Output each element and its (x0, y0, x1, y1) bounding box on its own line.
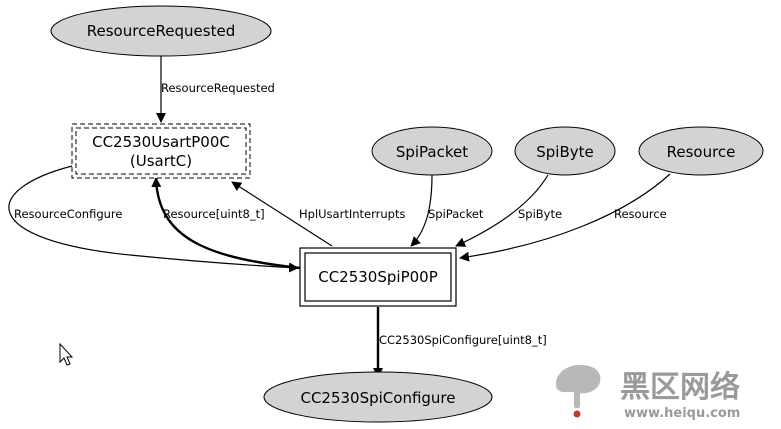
edge-label-resource-configure: ResourceConfigure (14, 207, 122, 221)
edge-label-resource: Resource (614, 207, 667, 221)
node-resource: Resource (638, 126, 764, 176)
edge-resource-configure: ResourceConfigure (8, 165, 299, 273)
edge-label-spi-packet: SpiPacket (428, 207, 484, 221)
node-label-usart-line2: (UsartC) (130, 152, 192, 170)
node-cc2530-spi-configure: CC2530SpiConfigure (263, 371, 493, 423)
node-cc2530-spi-p00p: CC2530SpiP00P (299, 247, 457, 307)
edge-spi-packet: SpiPacket (410, 174, 484, 247)
edge-resource-uint8: Resource[uint8_t] (151, 177, 301, 270)
edge-label-resource-requested: ResourceRequested (161, 81, 275, 95)
edge-resource-requested: ResourceRequested (156, 56, 275, 123)
watermark: 黑区网络 www.heiqu.com (556, 364, 740, 421)
watermark-cn-text: 黑区网络 (620, 370, 740, 405)
watermark-url: www.heiqu.com (624, 406, 740, 421)
node-label-spi-configure: CC2530SpiConfigure (300, 389, 455, 407)
node-spi-packet: SpiPacket (371, 126, 493, 176)
node-spi-byte: SpiByte (514, 126, 616, 176)
edge-resource: Resource (459, 173, 671, 262)
node-resource-requested: ResourceRequested (50, 5, 272, 57)
edge-hpl-usart-interrupts: HplUsartInterrupts (231, 181, 405, 247)
edge-label-spi-byte: SpiByte (518, 207, 562, 221)
node-label-spi-byte: SpiByte (536, 143, 594, 161)
node-label-resource: Resource (667, 143, 736, 161)
edge-spi-byte: SpiByte (455, 174, 562, 247)
node-cc2530-usart-p00c: CC2530UsartP00C (UsartC) (71, 123, 251, 179)
node-label-spi-packet: SpiPacket (396, 143, 468, 161)
node-label-resource-requested: ResourceRequested (87, 22, 235, 40)
node-label-usart-line1: CC2530UsartP00C (92, 133, 230, 151)
node-label-spi-p00p: CC2530SpiP00P (318, 268, 438, 286)
mouse-cursor-icon (59, 342, 74, 366)
edge-label-resource-uint8: Resource[uint8_t] (163, 207, 265, 221)
watermark-logo-icon (556, 364, 601, 418)
edge-label-spi-configure-uint8: CC2530SpiConfigure[uint8_t] (379, 333, 547, 347)
edge-label-hpl-usart-interrupts: HplUsartInterrupts (299, 207, 405, 221)
edge-spi-configure: CC2530SpiConfigure[uint8_t] (373, 307, 547, 378)
